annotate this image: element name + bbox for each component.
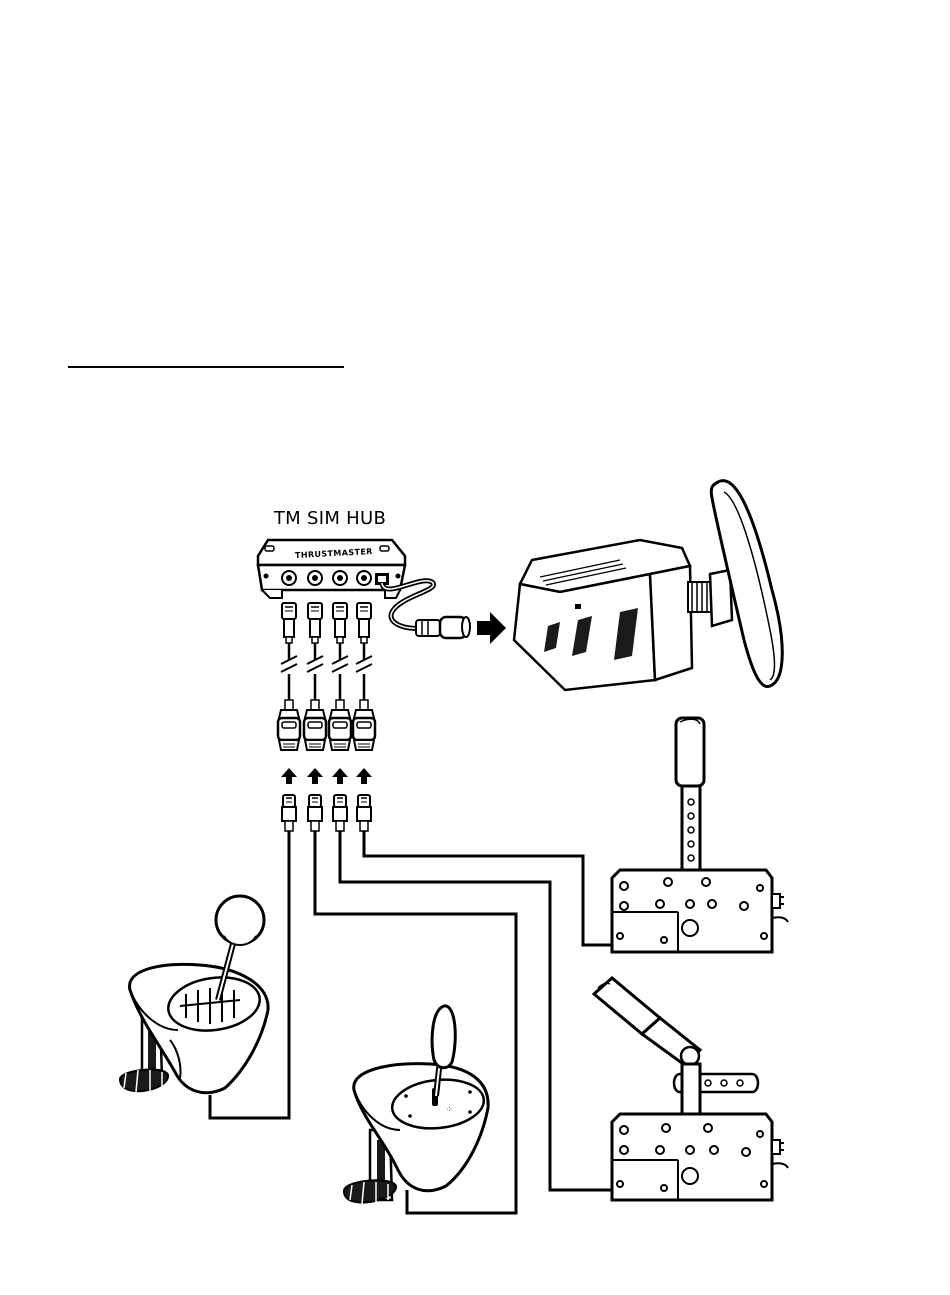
sequential-shifter-icon: ⁘ bbox=[344, 1006, 488, 1204]
hub-output-cable bbox=[382, 581, 470, 638]
hub-cable-set bbox=[278, 603, 375, 750]
shifter-knob-icon bbox=[120, 896, 268, 1093]
arrow-up-icon bbox=[281, 768, 372, 784]
arrow-right-icon bbox=[477, 612, 506, 644]
handbrake-vertical-icon bbox=[612, 718, 788, 952]
svg-text:⁘: ⁘ bbox=[446, 1105, 453, 1114]
handbrake-angled-icon bbox=[594, 978, 788, 1200]
device-connectors bbox=[282, 795, 371, 831]
racing-wheel-icon bbox=[514, 481, 782, 690]
